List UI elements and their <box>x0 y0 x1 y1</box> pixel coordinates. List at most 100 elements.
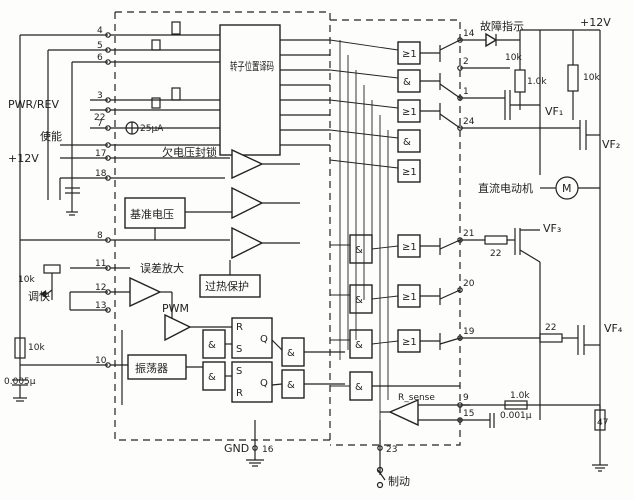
adjust-arrow-icon <box>40 290 46 298</box>
speed-adj-label: 调快 <box>28 290 50 303</box>
vf1-label: VF₁ <box>545 105 563 118</box>
text-labels: PWR/REV 使能 +12V +12V 欠电压封锁 基准电压 误差放大 过热保… <box>4 16 623 488</box>
r-10k-b: 10k <box>18 275 35 285</box>
pin-number: 5 <box>97 41 103 51</box>
pin-number: 4 <box>97 26 103 36</box>
gate-symbol: ≥1 <box>402 107 417 118</box>
pin-number: 2 <box>463 57 469 67</box>
speed-pot <box>43 264 61 274</box>
pin-numbers: 4 5 6 3 22 7 17 18 8 11 12 13 10 16 14 2… <box>94 26 475 455</box>
gate-symbol: & <box>208 340 216 351</box>
pin-number: 18 <box>95 169 107 179</box>
gate-symbol: & <box>355 245 363 256</box>
sr-flipflop-2 <box>231 361 273 403</box>
fault-label: 故障指示 <box>480 19 524 33</box>
dc-motor-label: 直流电动机 <box>478 181 533 195</box>
vf4-label: VF₄ <box>604 322 623 335</box>
gate-symbol: & <box>355 295 363 306</box>
oscillator-block <box>127 354 187 380</box>
current-src-label: 25μA <box>140 124 164 134</box>
r-22-a: 22 <box>490 249 501 259</box>
pwm-label: PWM <box>162 302 189 315</box>
gate-symbol: ≥1 <box>402 337 417 348</box>
resistor-10k-left <box>14 337 26 359</box>
v12-top-label: +12V <box>580 16 611 29</box>
rotor-decode-label: 转子位置译码 <box>230 59 274 73</box>
rs-flipflop-1 <box>231 317 273 359</box>
ref-comparator <box>231 226 300 260</box>
ff-s-label: S <box>236 344 242 355</box>
rotor-decode-block <box>219 24 281 156</box>
r-1-0k-b: 1.0k <box>510 391 530 401</box>
ff-q-label: Q <box>260 378 268 389</box>
pin-number: 7 <box>97 119 103 129</box>
gate-symbols: ≥1 & ≥1 & ≥1 & ≥1 & ≥1 & ≥1 & & & & & R … <box>208 49 417 399</box>
pin-number: 8 <box>97 231 103 241</box>
logic-gates-upper <box>349 41 421 401</box>
gate-symbol: & <box>355 382 363 393</box>
ff-r-label: R <box>236 322 243 333</box>
fault-led-icon <box>485 32 498 48</box>
error-amp-label: 误差放大 <box>140 261 184 275</box>
pin-number: 13 <box>95 301 106 311</box>
gate-symbol: & <box>208 372 216 383</box>
ff-s-label: S <box>236 366 242 377</box>
and-gate-a2 <box>397 129 421 153</box>
gate-symbol: & <box>287 380 295 391</box>
pin-number: 17 <box>95 149 106 159</box>
gate-symbol: & <box>287 348 295 359</box>
error-amp <box>129 276 162 308</box>
enable-label: 使能 <box>40 129 62 143</box>
left-pin-markers <box>105 32 111 368</box>
pin-number: 22 <box>94 113 105 123</box>
r-47: 47 <box>597 418 608 428</box>
thermal-comparator <box>231 186 300 220</box>
pin-number: 9 <box>463 393 469 403</box>
brake-label: 制动 <box>388 475 410 488</box>
external-circuit <box>460 29 608 472</box>
logic-gates-lower <box>202 317 345 403</box>
right-pin-markers <box>457 37 463 423</box>
r-10k-d: 10k <box>583 73 600 83</box>
vf2-label: VF₂ <box>602 138 620 151</box>
r-22-b: 22 <box>545 323 556 333</box>
pin-number: 1 <box>463 87 469 97</box>
pin-number: 14 <box>463 29 475 39</box>
pwr-rev-label: PWR/REV <box>8 98 59 111</box>
c-001: 0.001μ <box>500 411 532 421</box>
undervoltage-label: 欠电压封锁 <box>162 145 217 159</box>
ff-r-label: R <box>236 388 243 399</box>
undervoltage-comparator <box>231 148 300 180</box>
pin-number: 12 <box>95 283 106 293</box>
pin-number: 24 <box>463 117 475 127</box>
gate-symbol: ≥1 <box>402 242 417 253</box>
r-1-0k-a: 1.0k <box>527 77 547 87</box>
pin-number: 3 <box>97 91 103 101</box>
gnd-label: GND <box>224 442 249 455</box>
pin-number: 19 <box>463 327 475 337</box>
pin-number: 20 <box>463 279 475 289</box>
pin-number: 11 <box>95 259 106 269</box>
pin-number: 6 <box>97 53 103 63</box>
ic-boundary <box>114 11 461 446</box>
pin-number: 15 <box>463 409 474 419</box>
decode-output-lines <box>280 39 330 146</box>
pin-number: 23 <box>386 445 397 455</box>
oscillator-label: 振荡器 <box>135 361 168 375</box>
ref-voltage-block <box>124 197 186 229</box>
gate-symbol: & <box>355 340 363 351</box>
r-10k-c: 10k <box>505 53 522 63</box>
vf3-label: VF₃ <box>543 222 561 235</box>
gate-symbol: ≥1 <box>402 292 417 303</box>
pin-number: 21 <box>463 229 474 239</box>
gate-symbol: & <box>403 77 411 88</box>
c-005: 0.005μ <box>4 377 36 387</box>
ff-q-label: Q <box>260 334 268 345</box>
v12-left-label: +12V <box>8 152 39 165</box>
motor-symbol: M <box>562 182 572 195</box>
r-sense-label: R_sense <box>398 393 435 403</box>
bus-wiring <box>329 39 399 420</box>
gate-symbol: ≥1 <box>402 49 417 60</box>
